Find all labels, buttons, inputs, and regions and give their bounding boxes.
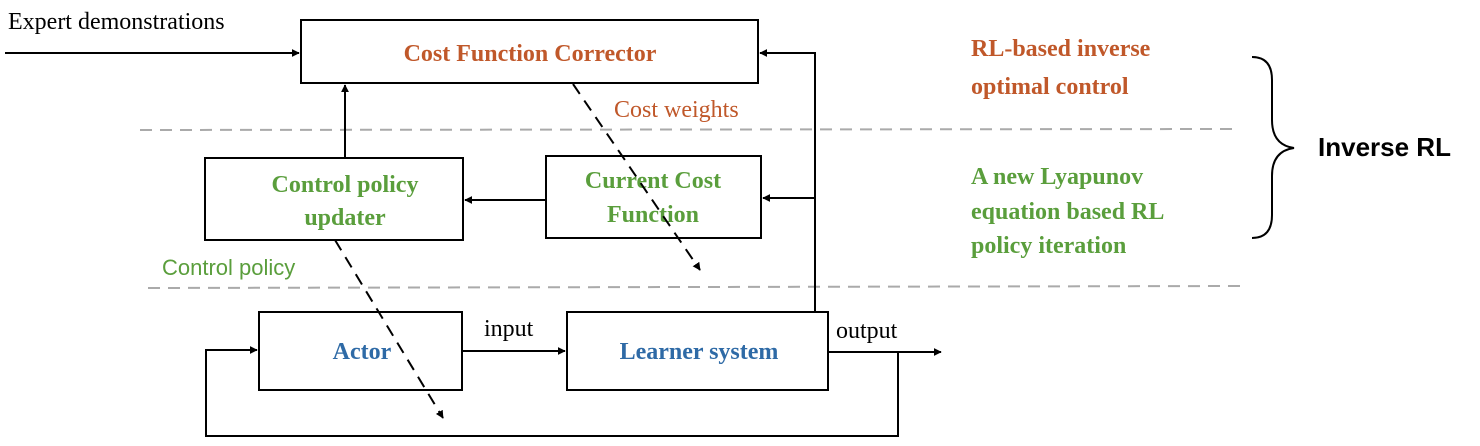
cost-weights-label: Cost weights	[614, 97, 739, 123]
current-cost-function-label-line2: Function	[607, 202, 699, 228]
control-policy-dashed-arrow	[334, 239, 444, 419]
learner-system-box	[566, 311, 829, 391]
grouping-brace	[1251, 56, 1295, 239]
feedback-loop-arrow	[205, 346, 899, 437]
expert-demonstrations-label: Expert demonstrations	[8, 9, 225, 35]
output-label: output	[836, 318, 898, 344]
current-cost-function-label-line1: Current Cost	[585, 168, 721, 194]
input-label: input	[484, 316, 534, 342]
ioc-section-label-line2: optimal control	[971, 74, 1129, 100]
control-policy-label: Control policy	[162, 255, 295, 280]
separator-bottom	[147, 285, 1241, 289]
control-policy-updater-box	[204, 157, 464, 241]
cost-function-corrector-box	[300, 19, 759, 84]
control-policy-updater-label-line2: updater	[304, 205, 386, 231]
current-cost-function-box	[545, 155, 762, 239]
ioc-section-label-line1: RL-based inverse	[971, 36, 1151, 62]
actor-label: Actor	[333, 339, 392, 365]
lyapunov-section-label-line1: A new Lyapunov	[971, 164, 1143, 190]
control-policy-updater-label-line1: Control policy	[272, 172, 419, 198]
learner-system-label: Learner system	[620, 339, 779, 365]
cost-weights-dashed-arrow	[572, 83, 701, 271]
output-to-corrector-arrow	[759, 49, 816, 312]
lyapunov-section-label-line2: equation based RL	[971, 199, 1164, 225]
cost-function-corrector-label: Cost Function Corrector	[404, 41, 657, 67]
inverse-rl-label: Inverse RL	[1318, 132, 1451, 162]
lyapunov-section-label-line3: policy iteration	[971, 233, 1126, 259]
separator-top	[139, 128, 1241, 131]
